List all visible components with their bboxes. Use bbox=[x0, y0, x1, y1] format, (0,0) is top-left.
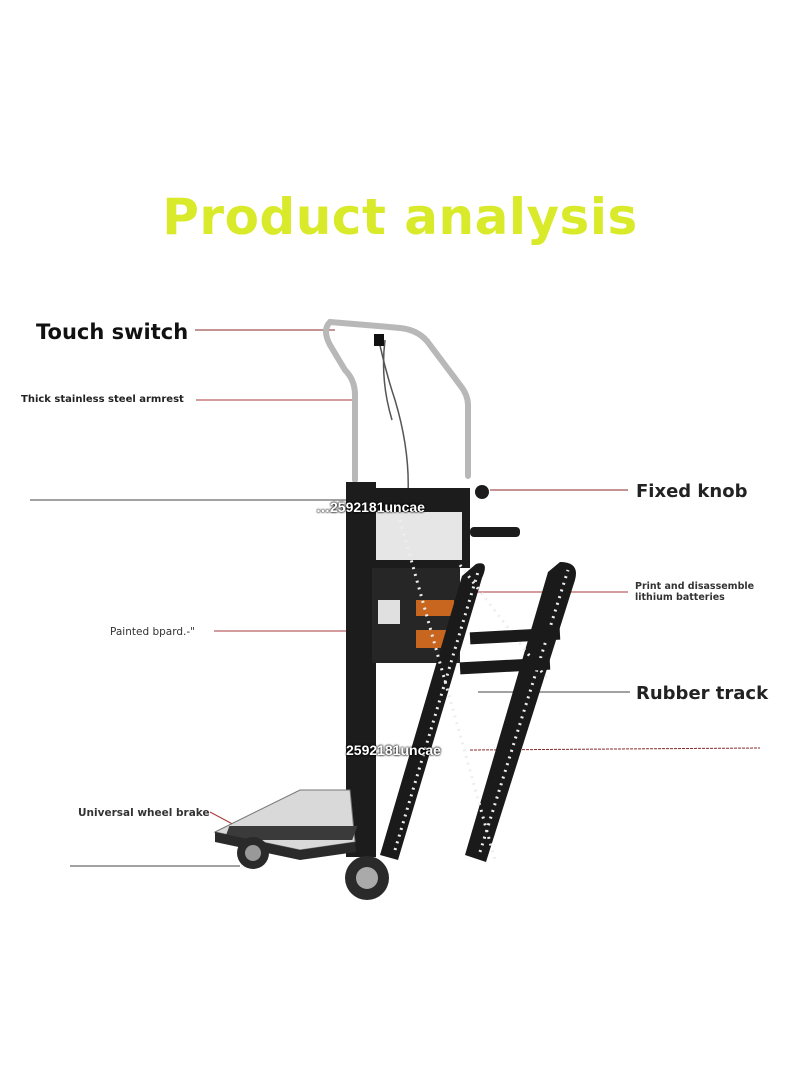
label-batteries: Print and disassemble lithium batteries bbox=[635, 581, 755, 603]
label-fixed-knob: Fixed knob bbox=[636, 481, 748, 502]
armrest-handle bbox=[323, 318, 471, 483]
label-painted-board: Painted bpard.-" bbox=[110, 626, 195, 638]
rubber-track-front bbox=[380, 563, 485, 860]
battery-label-top bbox=[416, 600, 454, 616]
label-armrest: Thick stainless steel armrest bbox=[21, 394, 184, 405]
label-wheel-brake: Universal wheel brake bbox=[78, 807, 210, 819]
touch-switch-box bbox=[374, 334, 384, 346]
platform-side bbox=[215, 832, 356, 860]
platform-edge bbox=[224, 826, 358, 840]
side-handle bbox=[470, 527, 520, 537]
page-title: Product analysis bbox=[162, 188, 638, 246]
battery-sticker bbox=[378, 600, 400, 624]
fixed-knob-icon bbox=[475, 485, 489, 499]
label-rubber-track: Rubber track bbox=[636, 683, 769, 704]
watermark-top: …2592181uncae bbox=[316, 499, 425, 515]
label-touch-switch: Touch switch bbox=[36, 320, 189, 344]
track-crossbar-2 bbox=[459, 657, 551, 675]
leader-lines bbox=[30, 329, 761, 867]
watermark-bottom: 2592181uncae bbox=[346, 742, 441, 758]
main-wheel bbox=[345, 856, 389, 900]
handle-cable bbox=[377, 335, 409, 496]
control-panel bbox=[376, 512, 462, 560]
universal-wheel bbox=[237, 837, 269, 869]
track-crossbar-1 bbox=[469, 627, 561, 645]
